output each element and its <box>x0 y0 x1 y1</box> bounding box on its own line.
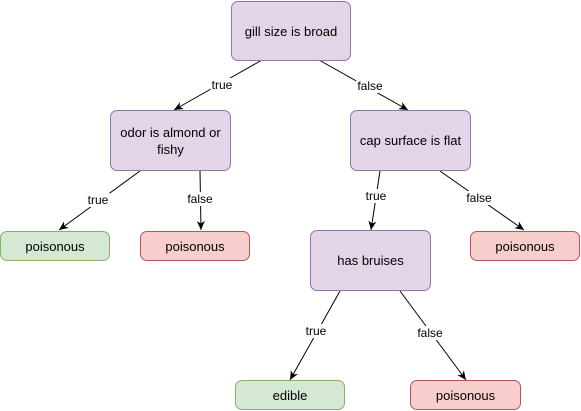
edge-label-bruises-false: false <box>416 326 444 340</box>
leaf-odor-true-poisonous: poisonous <box>0 231 110 261</box>
edge-label-bruises-true: true <box>304 324 328 338</box>
edge-label-odor-true: true <box>86 193 110 207</box>
leaf-bruises-false-poisonous: poisonous <box>410 380 521 410</box>
edge-label-cap-false: false <box>465 191 493 205</box>
edge-label-root-false: false <box>356 79 384 93</box>
edge-label-odor-false: false <box>186 192 214 206</box>
edge-label-cap-true: true <box>364 189 388 203</box>
leaf-cap-false-poisonous: poisonous <box>470 231 580 261</box>
leaf-odor-false-poisonous: poisonous <box>140 231 250 261</box>
node-has-bruises: has bruises <box>310 230 431 291</box>
edge-label-root-true: true <box>210 78 234 92</box>
node-gill-size-broad: gill size is broad <box>231 1 351 61</box>
node-odor-almond-fishy: odor is almond or fishy <box>110 110 231 171</box>
node-cap-surface-flat: cap surface is flat <box>350 110 471 171</box>
leaf-bruises-true-edible: edible <box>235 380 345 410</box>
